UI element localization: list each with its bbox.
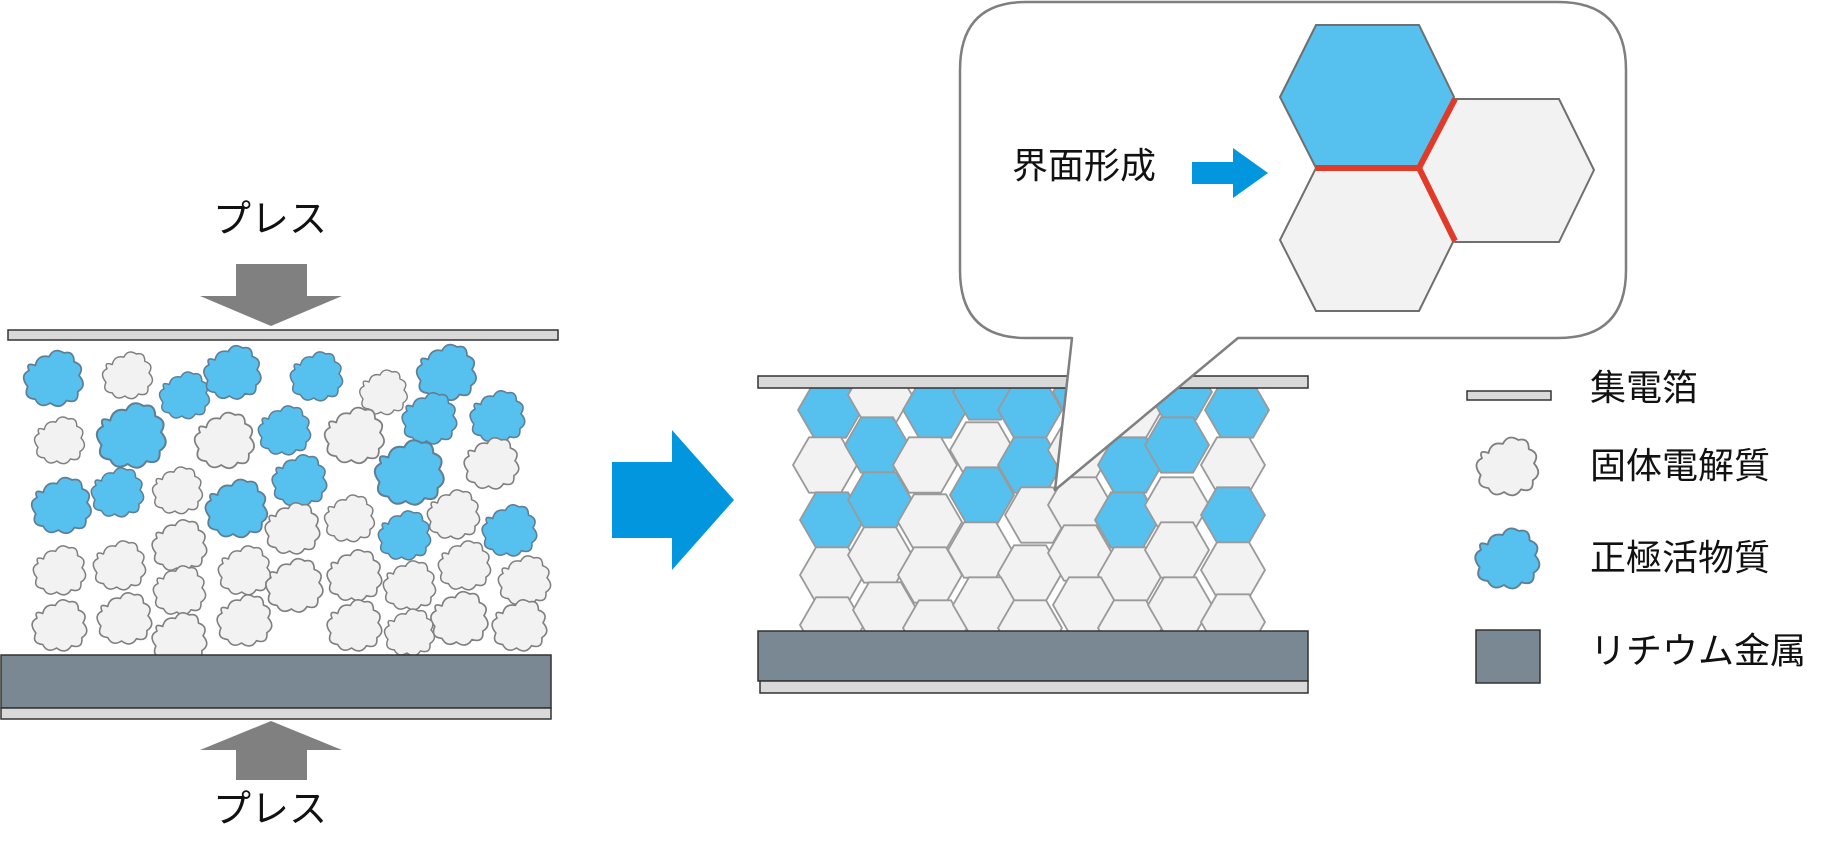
press-top-arrow: [200, 264, 342, 326]
legend-cathode-label: 正極活物質: [1590, 538, 1770, 579]
legend: 集電箔 固体電解質 正極活物質 リチウム金属: [1466, 368, 1806, 684]
interface-label: 界面形成: [1012, 146, 1156, 187]
electrolyte-particle: [101, 351, 154, 400]
legend-electrolyte-label: 固体電解質: [1590, 446, 1770, 487]
electrolyte-particle: [193, 411, 255, 470]
top-current-collector-right: [757, 375, 1309, 389]
electrolyte-particle: [216, 593, 273, 647]
cathode-particle: [401, 391, 458, 445]
cathode-particle: [203, 344, 262, 400]
legend-foil-swatch: [1466, 390, 1552, 401]
cathode-particle: [289, 351, 344, 402]
cathode-particle: [95, 402, 167, 469]
electrolyte-particle: [382, 560, 437, 611]
loose-particles: [22, 343, 552, 665]
interface-boundary-line-2: [1416, 166, 1458, 243]
compressed-particles: [792, 386, 1270, 632]
lithium-metal-left: [0, 654, 552, 709]
cathode-particle: [204, 478, 269, 539]
electrolyte-hex: [1200, 436, 1266, 494]
electrolyte-particle: [463, 436, 520, 490]
legend-lithium-swatch: [1475, 629, 1541, 684]
electrolyte-particle: [491, 598, 548, 652]
electrolyte-particle: [326, 548, 383, 602]
electrolyte-particle: [151, 518, 208, 572]
process-arrow: [612, 430, 734, 570]
cathode-particle: [373, 439, 445, 506]
electrolyte-particle: [217, 545, 272, 596]
cathode-particle: [158, 371, 211, 420]
electrolyte-particle: [497, 555, 552, 606]
electrolyte-particle: [96, 591, 153, 645]
electrolyte-particle: [326, 598, 383, 652]
cathode-particle: [271, 453, 328, 507]
electrolyte-hex: [1200, 541, 1266, 599]
press-bottom-arrow: [200, 721, 342, 780]
electrolyte-particle: [359, 369, 408, 416]
interface-callout: 界面形成: [958, 0, 1628, 492]
electrolyte-particle: [152, 565, 207, 616]
bottom-current-collector-right: [759, 680, 1309, 694]
press-bottom-label: プレス: [213, 787, 327, 831]
electrolyte-particle: [265, 557, 324, 613]
legend-lithium-label: リチウム金属: [1590, 631, 1806, 672]
legend-foil-label: 集電箔: [1590, 368, 1698, 409]
cathode-hex: [1204, 386, 1270, 439]
cathode-particle: [469, 389, 526, 443]
legend-electrolyte-swatch: [1475, 436, 1540, 497]
cathode-particle: [257, 405, 312, 456]
electrolyte-particle: [92, 540, 147, 591]
cathode-hex: [1200, 486, 1266, 544]
electrolyte-particle: [33, 416, 86, 465]
cathode-particle: [415, 343, 477, 402]
lithium-metal-right: [757, 630, 1309, 682]
cathode-particle: [481, 503, 538, 557]
electrolyte-particle: [383, 608, 436, 657]
interface-arrow: [1192, 148, 1268, 198]
legend-cathode-swatch: [1474, 527, 1541, 590]
electrolyte-particle: [31, 598, 88, 652]
electrolyte-particle: [437, 540, 492, 591]
cathode-particle: [377, 510, 432, 561]
electrolyte-particle: [32, 545, 87, 596]
electrolyte-particle: [323, 406, 385, 465]
cathode-particle: [90, 467, 145, 518]
bottom-current-collector: [0, 707, 552, 720]
electrolyte-particle: [430, 590, 489, 646]
electrolyte-particle: [264, 501, 321, 555]
top-current-collector: [7, 329, 559, 341]
electrolyte-particle: [151, 466, 204, 515]
cathode-particle: [30, 476, 92, 535]
before-press-stack: プレス プレス: [0, 197, 559, 831]
press-top-label: プレス: [213, 197, 327, 241]
electrolyte-particle: [323, 494, 376, 543]
cathode-particle: [22, 349, 84, 408]
after-press-stack: [757, 375, 1309, 694]
